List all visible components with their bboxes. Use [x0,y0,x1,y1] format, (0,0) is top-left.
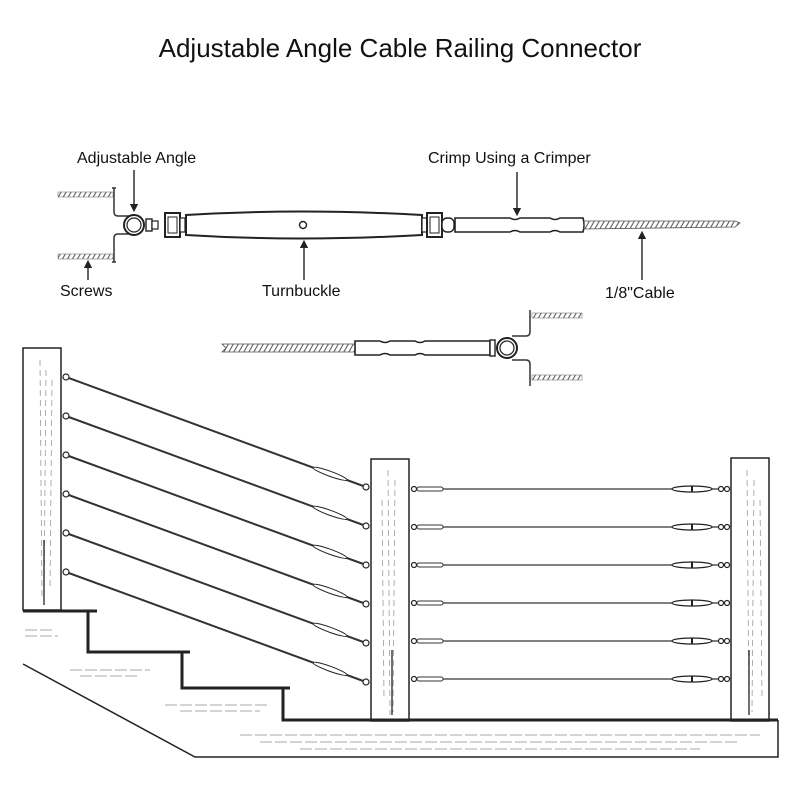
railing-illustration [22,347,779,758]
screw-upper [57,191,114,198]
label-cable: 1/8"Cable [605,285,675,302]
label-crimp: Crimp Using a Crimper [428,150,591,167]
stair-cable [62,568,370,686]
cable-top [583,220,741,230]
level-cable [410,599,731,607]
level-cable [410,561,731,569]
connector-assembly-top [57,187,741,263]
crimp-sleeve [454,217,585,233]
stair-cable [62,373,370,491]
diagram-title: Adjustable Angle Cable Railing Connector [158,33,642,63]
screw-lower [57,253,114,260]
stair-steps [23,609,778,722]
bracket [113,188,132,262]
connector-assembly-mirrored [221,310,583,386]
stair-cable [62,490,370,608]
post-middle [370,458,410,722]
level-cable [410,637,731,645]
label-screws: Screws [60,283,113,300]
stair-cable [62,529,370,647]
stair-cable [62,412,370,530]
label-turnbuckle: Turnbuckle [262,283,341,300]
level-cable [410,485,731,493]
post-stair-top [22,347,62,611]
label-adjustable-angle: Adjustable Angle [77,150,197,167]
level-cable [410,523,731,531]
stair-cable [62,451,370,569]
level-cable [410,675,731,683]
stair-stringer [22,663,779,758]
post-right [730,457,770,722]
